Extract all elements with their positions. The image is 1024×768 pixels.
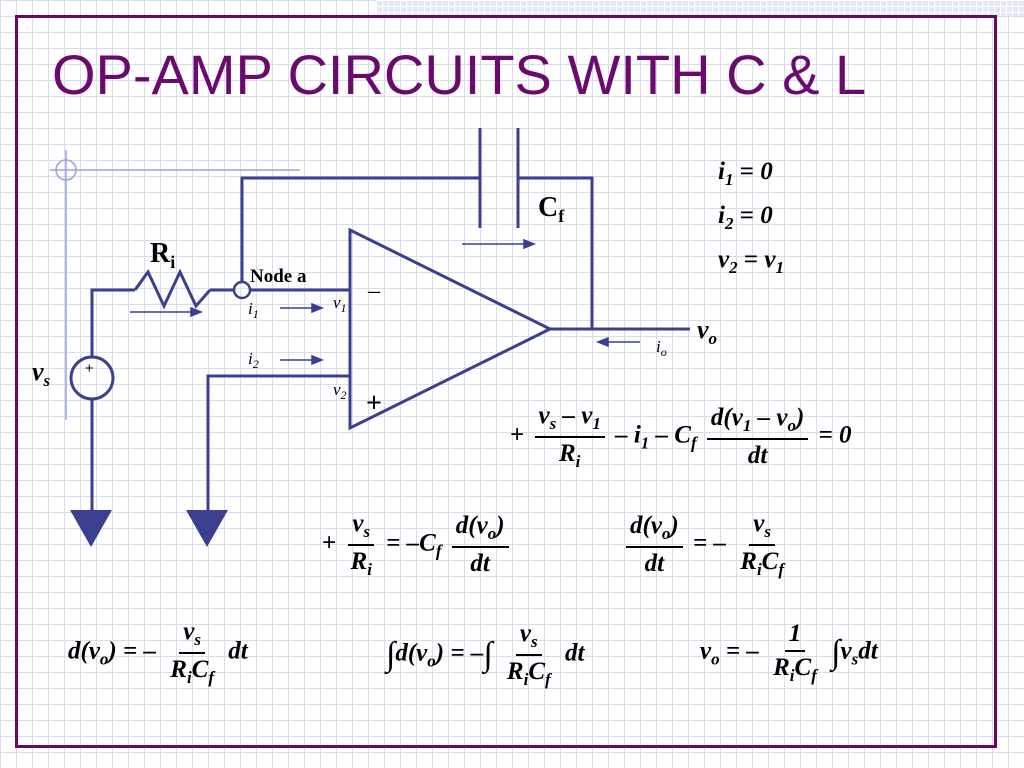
minus-input-label: – xyxy=(367,278,381,304)
vs-label: vs xyxy=(32,357,51,390)
v1-label: v1 xyxy=(333,293,347,315)
resistor-ri xyxy=(133,268,212,310)
equation-step-4: d(vo) = – vs RiCf dt xyxy=(68,618,248,687)
source-plus-label: + xyxy=(85,361,94,377)
op-amp-triangle xyxy=(348,227,554,431)
crosshair-decoration xyxy=(50,150,300,420)
plus-input-wire xyxy=(206,374,350,515)
plus-input-label: + xyxy=(366,388,382,419)
vo-label: vo xyxy=(697,315,717,348)
kcl-fraction-1: vs – v1 Ri xyxy=(534,402,605,472)
feedback-left-wire xyxy=(240,176,480,282)
node-a-junction xyxy=(232,280,252,300)
equation-step-2: + vs Ri = –Cf d(vo) dt xyxy=(322,510,513,580)
cf-label: Cf xyxy=(538,192,565,226)
ground-symbol-right xyxy=(186,510,228,547)
voltage-source xyxy=(69,355,115,401)
slide-frame xyxy=(15,15,997,748)
ri-label: Ri xyxy=(150,238,175,272)
condition-i2: i2 = 0 xyxy=(718,202,773,233)
i1-label: i1 xyxy=(248,299,259,321)
equation-step-6: vo = – 1 RiCf ∫vsdt xyxy=(700,620,878,685)
kcl-fraction-2: d(v1 – vo) dt xyxy=(706,404,809,470)
io-label: io xyxy=(656,337,667,359)
feedback-right-wire xyxy=(518,176,594,330)
equation-step-3: d(vo) dt = – vs RiCf xyxy=(622,510,792,580)
top-decorative-band xyxy=(376,0,1024,16)
ground-symbol-left xyxy=(70,510,112,547)
kcl-equation: + vs – v1 Ri – i1 – Cf d(v1 – vo) dt = 0 xyxy=(510,402,852,472)
source-top-wire xyxy=(90,288,135,358)
condition-v2: v2 = v1 xyxy=(718,246,784,277)
condition-i1: i1 = 0 xyxy=(718,158,773,189)
node-a-label: Node a xyxy=(250,266,307,287)
slide-title: OP-AMP CIRCUITS WITH C & L xyxy=(52,43,867,106)
equation-step-5: ∫d(vo) = –∫ vs RiCf dt xyxy=(386,620,585,689)
i2-label: i2 xyxy=(248,349,259,371)
v2-label: v2 xyxy=(333,380,347,402)
